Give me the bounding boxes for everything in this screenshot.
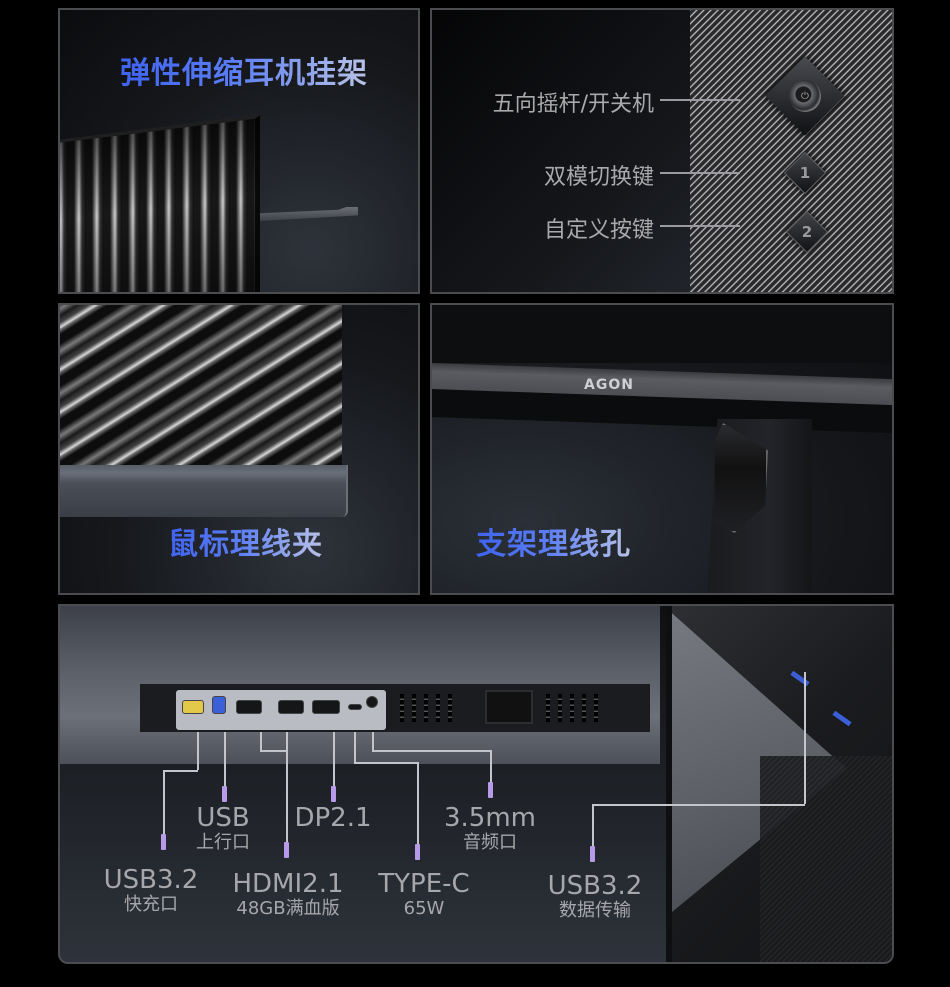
- monitor-screen-image: [60, 305, 342, 465]
- port-desc: 上行口: [196, 832, 250, 853]
- connector-line: [333, 732, 335, 790]
- port-desc: 数据传输: [559, 900, 631, 921]
- headphone-hanger-arm: [260, 207, 358, 221]
- vent: [558, 694, 562, 722]
- carbon-texture: [760, 756, 892, 962]
- label-custom-key: 自定义按键: [543, 218, 654, 243]
- key-2-label: 2: [801, 223, 813, 241]
- connector-line: [197, 732, 199, 770]
- vent: [412, 694, 416, 722]
- port-label-usb32-data: USB3.2 数据传输: [540, 872, 650, 922]
- port-desc: 48GB满血版: [236, 898, 340, 919]
- tick-type-c: [415, 844, 420, 860]
- panel-mouse-clip: 鼠标理线夹: [58, 303, 420, 595]
- port-name: HDMI2.1: [232, 869, 344, 899]
- leader-line-custom-key: [660, 225, 740, 227]
- monitor-bezel: [60, 465, 348, 517]
- monitor-top: [432, 305, 892, 363]
- connector-line: [260, 750, 287, 752]
- vent: [582, 694, 586, 722]
- connector-line: [286, 732, 288, 850]
- port-label-hdmi: HDMI2.1 48GB满血版: [226, 870, 350, 920]
- tick-hdmi: [284, 842, 289, 858]
- monitor-shade: [60, 115, 260, 292]
- connector-line: [224, 732, 226, 790]
- port-name: USB3.2: [103, 865, 199, 895]
- port-desc: 快充口: [124, 894, 178, 915]
- tick-dp: [331, 786, 336, 802]
- usb-b-upstream-port: [212, 696, 226, 714]
- connector-line: [804, 672, 806, 804]
- port-name: USB: [196, 803, 250, 833]
- connector-line: [354, 762, 418, 764]
- io-port-panel: [176, 690, 386, 730]
- port-label-usb32-fastcharge: USB3.2 快充口: [96, 866, 206, 916]
- vent: [448, 694, 452, 722]
- hdmi-port-2: [278, 700, 304, 714]
- connector-line: [354, 732, 356, 762]
- vent: [594, 694, 598, 722]
- heading-headphone-hanger: 弹性伸缩耳机挂架: [120, 48, 368, 92]
- tick-audio: [488, 782, 493, 798]
- panel-ports: USB3.2 快充口 USB 上行口 HDMI2.1 48GB满血版 DP2.1…: [58, 604, 894, 964]
- port-label-dp: DP2.1: [290, 804, 376, 832]
- tick-usb-upstream: [222, 786, 227, 802]
- power-icon: ⏻: [801, 90, 809, 102]
- vent: [424, 694, 428, 722]
- displayport-port: [312, 700, 340, 714]
- label-mode-switch: 双模切换键: [543, 165, 654, 190]
- port-label-audio: 3.5mm 音频口: [440, 804, 540, 854]
- tick-usb32-data: [590, 846, 595, 862]
- connector-line: [490, 750, 492, 788]
- power-joystick-button[interactable]: ⏻: [789, 80, 821, 112]
- leader-line-mode-switch: [660, 172, 740, 174]
- connector-line: [372, 732, 374, 750]
- port-name: 3.5mm: [443, 803, 536, 833]
- vent: [570, 694, 574, 722]
- port-desc: 音频口: [463, 832, 517, 853]
- heading-mouse-clip: 鼠标理线夹: [168, 519, 323, 563]
- connector-line: [163, 770, 165, 850]
- audio-jack-port: [366, 696, 378, 708]
- connector-line: [417, 762, 419, 852]
- panel-controls: 五向摇杆/开关机 双模切换键 自定义按键 ⏻ 1 2: [430, 8, 894, 294]
- vent: [400, 694, 404, 722]
- port-name: USB3.2: [547, 871, 643, 901]
- vent: [546, 694, 550, 722]
- usb-a-fastcharge-port: [182, 700, 204, 714]
- connector-line: [592, 804, 594, 856]
- panel-headphone-hanger: 弹性伸缩耳机挂架: [58, 8, 420, 294]
- panel-stand-hole: AGON 支架理线孔: [430, 303, 894, 595]
- leader-line-joystick: [660, 99, 740, 101]
- connector-line: [163, 770, 198, 772]
- port-desc: 65W: [403, 898, 445, 919]
- connector-line: [592, 804, 805, 806]
- label-joystick: 五向摇杆/开关机: [492, 92, 654, 117]
- port-name: TYPE-C: [378, 869, 470, 899]
- connector-line: [260, 732, 262, 750]
- hdmi-port-1: [236, 700, 262, 714]
- tick-usb32-fastcharge: [161, 834, 166, 850]
- vent: [436, 694, 440, 722]
- port-label-usb-upstream: USB 上行口: [186, 804, 260, 854]
- agon-logo: AGON: [584, 377, 634, 393]
- connector-line: [372, 750, 491, 752]
- port-name: DP2.1: [294, 803, 372, 833]
- power-inlet: [485, 690, 533, 724]
- port-label-type-c: TYPE-C 65W: [364, 870, 484, 920]
- key-1-label: 1: [799, 164, 811, 182]
- heading-stand-hole: 支架理线孔: [476, 519, 631, 563]
- usb-c-port: [348, 704, 362, 710]
- carbon-texture: [690, 10, 892, 292]
